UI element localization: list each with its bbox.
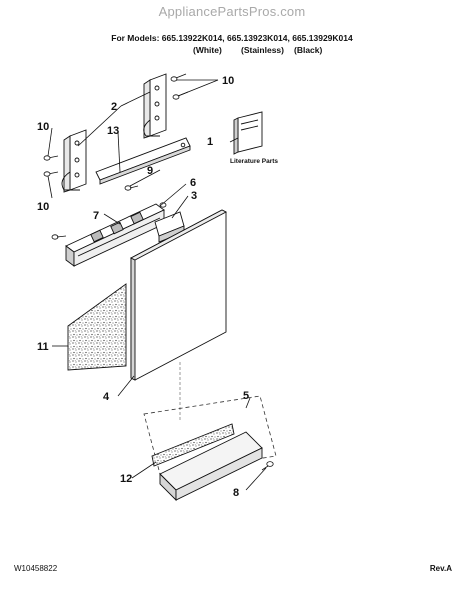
- leader-lines: [47, 79, 267, 491]
- hinge-bracket-right: [143, 73, 167, 139]
- insulation-pad: [67, 283, 127, 371]
- callout-13: 13: [107, 125, 119, 137]
- models-title: For Models: 665.13922K014, 665.13923K014…: [111, 33, 353, 43]
- document-number: W10458822: [14, 564, 58, 573]
- callout-10-left-upper: 10: [37, 121, 49, 133]
- literature-booklet: [233, 111, 263, 155]
- door-panel: [130, 209, 227, 381]
- hinge-bracket-left: [61, 129, 87, 193]
- callout-1: 1: [207, 136, 213, 148]
- finish-labels: (White) (Stainless) (Black): [0, 45, 464, 57]
- callout-7: 7: [93, 210, 99, 222]
- callout-11: 11: [37, 341, 49, 353]
- revision-label: Rev.A: [429, 564, 452, 573]
- foam-strip: [151, 423, 235, 467]
- screw-group-left: [43, 155, 59, 177]
- callout-6: 6: [190, 177, 196, 189]
- screw-part-7: [51, 202, 167, 240]
- callout-2: 2: [111, 101, 117, 113]
- control-assembly: [65, 203, 165, 267]
- toe-kick-group-box: [143, 395, 277, 475]
- screw-part-9: [124, 185, 139, 191]
- callout-12: 12: [120, 473, 132, 485]
- callout-10-left-lower: 10: [37, 201, 49, 213]
- callout-3: 3: [191, 190, 197, 202]
- finish-stainless: (Stainless): [241, 45, 284, 55]
- finish-black: (Black): [294, 45, 323, 55]
- callout-5: 5: [243, 390, 249, 402]
- finish-white: (White): [193, 45, 222, 55]
- callout-8: 8: [233, 487, 239, 499]
- watermark: AppliancePartsPros.com: [158, 4, 306, 19]
- callout-10-top: 10: [222, 75, 234, 87]
- screw-part-8: [261, 461, 274, 471]
- top-rail: [95, 137, 191, 185]
- toe-kick-panel: [159, 431, 263, 502]
- callout-4: 4: [103, 391, 110, 403]
- callout-9: 9: [147, 165, 153, 177]
- literature-parts-label: Literature Parts: [230, 158, 278, 165]
